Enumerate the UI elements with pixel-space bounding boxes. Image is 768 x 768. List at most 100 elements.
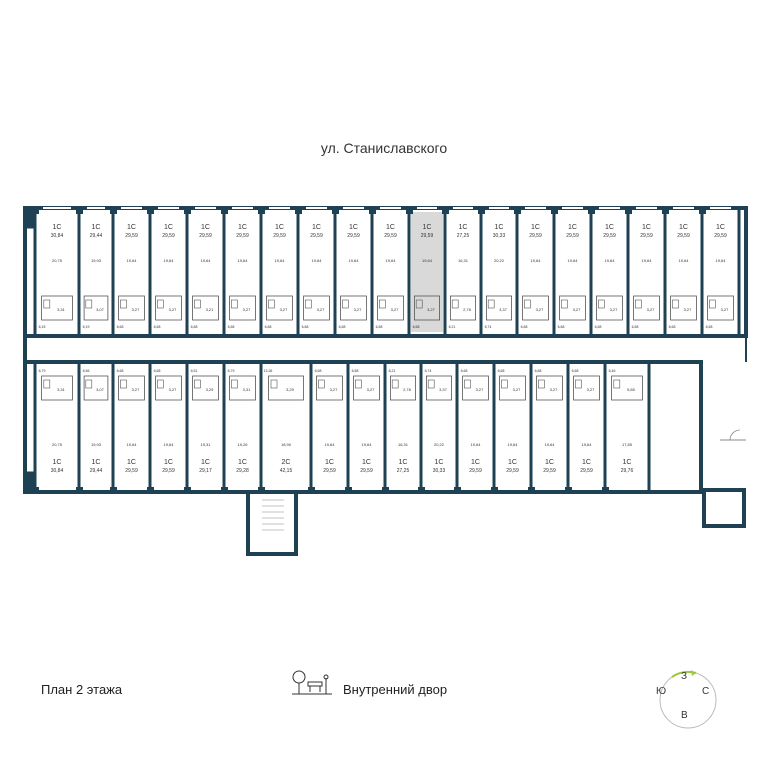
wall-pier (32, 487, 39, 494)
bath-area: 3,27 (354, 307, 363, 312)
bath-area: 3,27 (132, 307, 141, 312)
room-area: 16,31 (458, 258, 469, 263)
hall-area: 6,68 (595, 325, 602, 329)
unit-type: 1С (568, 224, 577, 231)
unit-area: 29,44 (90, 468, 103, 474)
room-area: 20,22 (434, 442, 445, 447)
toilet-icon (487, 299, 495, 309)
wall-pier (345, 487, 352, 494)
toilet-icon (85, 379, 93, 389)
bathroom (192, 375, 219, 401)
hall-area: 6,68 (632, 325, 639, 329)
bath-area: 3,27 (330, 387, 339, 392)
unit-type: 1С (623, 459, 632, 466)
room-area: 19,93 (91, 258, 102, 263)
bottom-unit-row: 1С30,8420,753,316,791С29,4419,933,076,56… (32, 364, 651, 494)
wall-pier (184, 207, 191, 214)
bath-area: 3,07 (96, 307, 105, 312)
unit-type: 1С (127, 459, 136, 466)
unit-type: 2С (282, 459, 291, 466)
unit-type: 1С (53, 459, 62, 466)
hall-area: 6,68 (413, 325, 420, 329)
toilet-icon (268, 299, 275, 309)
bathroom (192, 295, 219, 321)
hall-area: 6,68 (461, 369, 468, 373)
toilet-icon (415, 299, 423, 309)
hall-area: 6,68 (376, 325, 383, 329)
room-area: 20,75 (52, 258, 63, 263)
unit-type: 1С (545, 459, 554, 466)
wall-pier (478, 207, 485, 214)
bath-area: 3,27 (243, 307, 252, 312)
wall-pier (258, 487, 265, 494)
compass-west: З (681, 671, 688, 682)
toilet-icon (355, 379, 362, 389)
bath-area: 3,31 (57, 387, 66, 392)
compass-east: В (681, 710, 688, 721)
toilet-icon (451, 299, 459, 309)
toilet-icon (575, 379, 582, 389)
bath-area: 3,27 (317, 307, 326, 312)
unit-type: 1С (92, 224, 101, 231)
bath-area: 3,27 (684, 307, 693, 312)
unit-type: 1С (642, 224, 651, 231)
unit-area: 29,59 (384, 233, 397, 239)
lift-block (702, 488, 746, 528)
toilet-icon (120, 379, 127, 389)
bath-area: 3,27 (169, 307, 178, 312)
bath-area: 3,27 (647, 307, 656, 312)
unit-type: 1С (164, 459, 173, 466)
unit-type: 1С (435, 459, 444, 466)
bathroom (353, 375, 380, 401)
unit-type: 1С (386, 224, 395, 231)
unit-type: 1С (238, 459, 247, 466)
toilet-icon (318, 379, 325, 389)
bathroom (41, 375, 73, 401)
hall-area: 6,68 (498, 369, 505, 373)
unit-area: 29,59 (603, 233, 616, 239)
bathroom (425, 375, 452, 401)
bathroom (268, 375, 304, 401)
bathroom (340, 295, 367, 321)
unit-type: 1С (164, 224, 173, 231)
wall-pier (184, 487, 191, 494)
toilet-icon (342, 299, 349, 309)
wall-pier (295, 207, 302, 214)
toilet-icon (672, 299, 679, 309)
wall-pier (588, 207, 595, 214)
bathroom (573, 375, 600, 401)
wall-pier (454, 487, 461, 494)
unit-type: 1С (399, 459, 408, 466)
hall-area: 6,74 (485, 325, 492, 329)
wall-pier (308, 487, 315, 494)
bathroom (670, 295, 697, 321)
hall-area: 6,68 (669, 325, 676, 329)
wall-pier (147, 207, 154, 214)
wall-pier (369, 207, 376, 214)
hall-area: 6,46 (609, 369, 616, 373)
compass-icon: З Ю С В (644, 656, 732, 744)
room-area: 19,64 (163, 258, 174, 263)
toilet-icon (635, 299, 642, 309)
bathroom (413, 295, 440, 321)
room-area: 20,22 (494, 258, 505, 263)
room-area: 19,64 (544, 442, 555, 447)
unit-type: 1С (238, 224, 247, 231)
room-area: 19,64 (470, 442, 481, 447)
